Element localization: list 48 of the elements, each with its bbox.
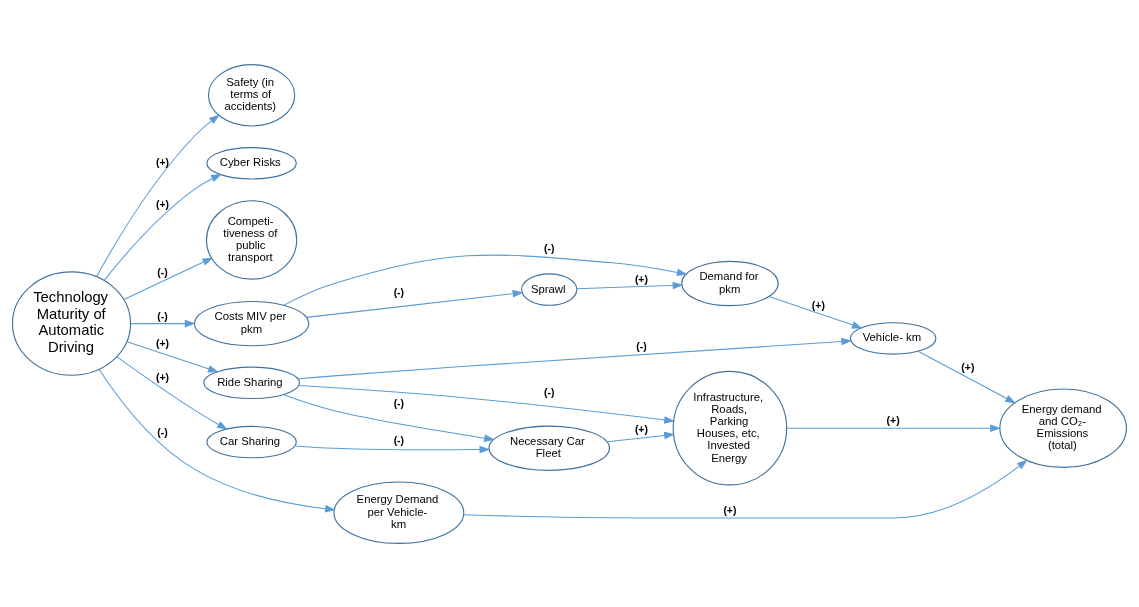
edge-label: (+) — [155, 156, 169, 168]
edge-label: (+) — [723, 504, 737, 516]
arrow — [917, 350, 1017, 403]
node-circle: Infrastructure, Roads, Parking Houses, etc, Invested Energy — [672, 370, 788, 485]
edge-label: (-) — [393, 286, 405, 298]
arrow — [283, 393, 495, 442]
node-ellipse: Cyber Risks — [206, 146, 297, 179]
arrow — [294, 444, 491, 453]
node-ellipse: Car Sharing — [206, 425, 297, 458]
arrow — [96, 114, 220, 277]
node-ellipse: Demand for pkm — [681, 260, 779, 306]
arrow — [463, 459, 1028, 518]
arrow — [297, 337, 853, 379]
node-ellipse: Sprawl — [521, 272, 578, 306]
edge-label: (+) — [155, 371, 169, 383]
edge-label: (+) — [886, 414, 900, 426]
arrow — [606, 431, 675, 442]
arrow — [576, 281, 684, 289]
node-ellipse: Technology Maturity of Automatic Driving — [11, 270, 132, 376]
edge-label: (-) — [544, 386, 555, 398]
node-ellipse: Costs MIV per pkm — [193, 300, 310, 346]
arrow — [298, 384, 675, 424]
edge-label: (+) — [155, 337, 169, 349]
edge-label: (-) — [393, 397, 405, 409]
node-ellipse: Necessary Car Fleet — [488, 425, 610, 471]
edge-label: (+) — [961, 361, 975, 373]
arrow — [130, 319, 196, 327]
edge-label: (-) — [157, 310, 168, 322]
arrow — [768, 295, 863, 328]
arrow — [306, 289, 524, 318]
edge-label: (-) — [393, 434, 405, 446]
edge-label: (+) — [155, 198, 169, 210]
edge-label: (+) — [634, 423, 648, 435]
node-ellipse: Energy Demand per Vehicle- km — [333, 480, 465, 544]
arrow — [283, 254, 688, 306]
arrow — [786, 423, 1001, 432]
arrow — [98, 368, 336, 513]
arrow — [103, 173, 222, 281]
arrow — [116, 355, 228, 430]
node-ellipse: Competi- tiveness of public transport — [205, 199, 298, 280]
edge-label: (-) — [157, 266, 168, 278]
arrow — [126, 340, 219, 372]
edge-label: (+) — [811, 299, 825, 311]
edge-label: (+) — [634, 273, 648, 285]
edge-label: (-) — [544, 242, 555, 254]
edge-label: (-) — [636, 340, 647, 352]
arrow — [123, 257, 214, 300]
edge-label: (-) — [157, 426, 168, 438]
